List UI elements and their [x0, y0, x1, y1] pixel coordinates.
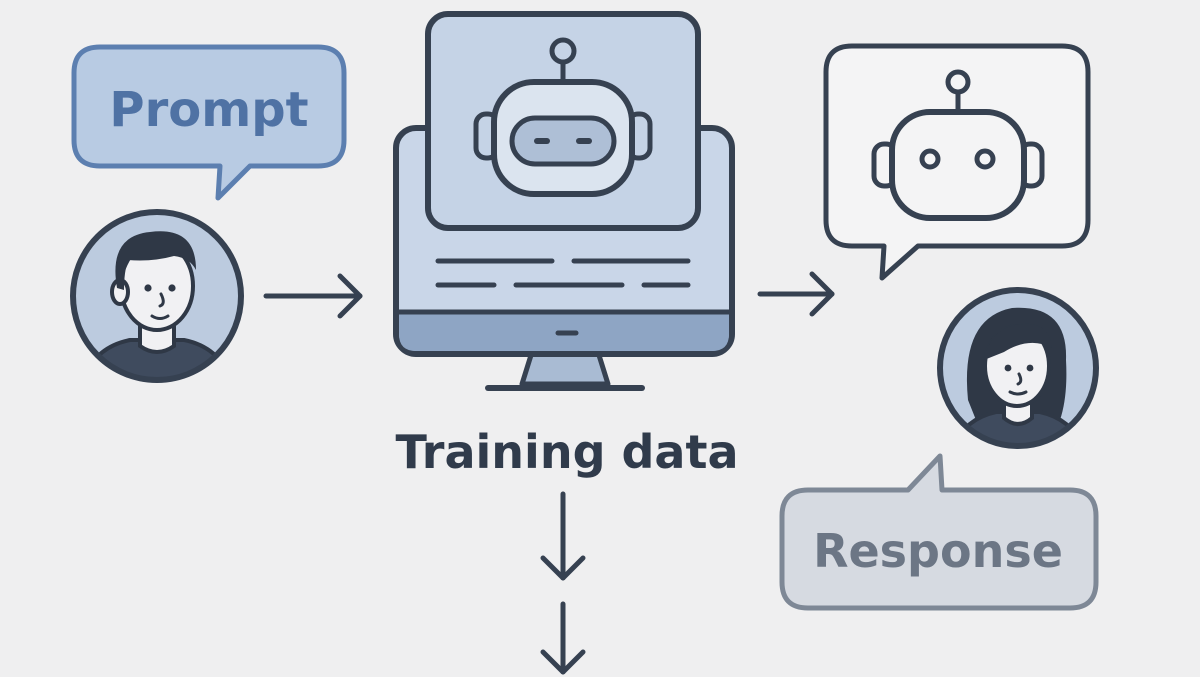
screen-text-lines [435, 258, 691, 288]
arrow-down-icon [540, 601, 586, 675]
user-female-icon [937, 287, 1099, 449]
prompt-bubble: Prompt [71, 44, 347, 201]
robot-speech-bubble [823, 43, 1091, 281]
training-data-label: Training data [395, 425, 738, 479]
robot-panel [425, 11, 701, 231]
prompt-label: Prompt [109, 82, 308, 138]
robot-icon [871, 69, 1045, 221]
response-bubble: Response [779, 453, 1099, 611]
arrow-down-icon [540, 491, 586, 581]
robot-icon [473, 37, 653, 197]
user-male-icon [70, 209, 244, 383]
arrow-right-icon [263, 273, 363, 319]
response-label: Response [813, 524, 1063, 578]
arrow-right-icon [757, 271, 835, 317]
